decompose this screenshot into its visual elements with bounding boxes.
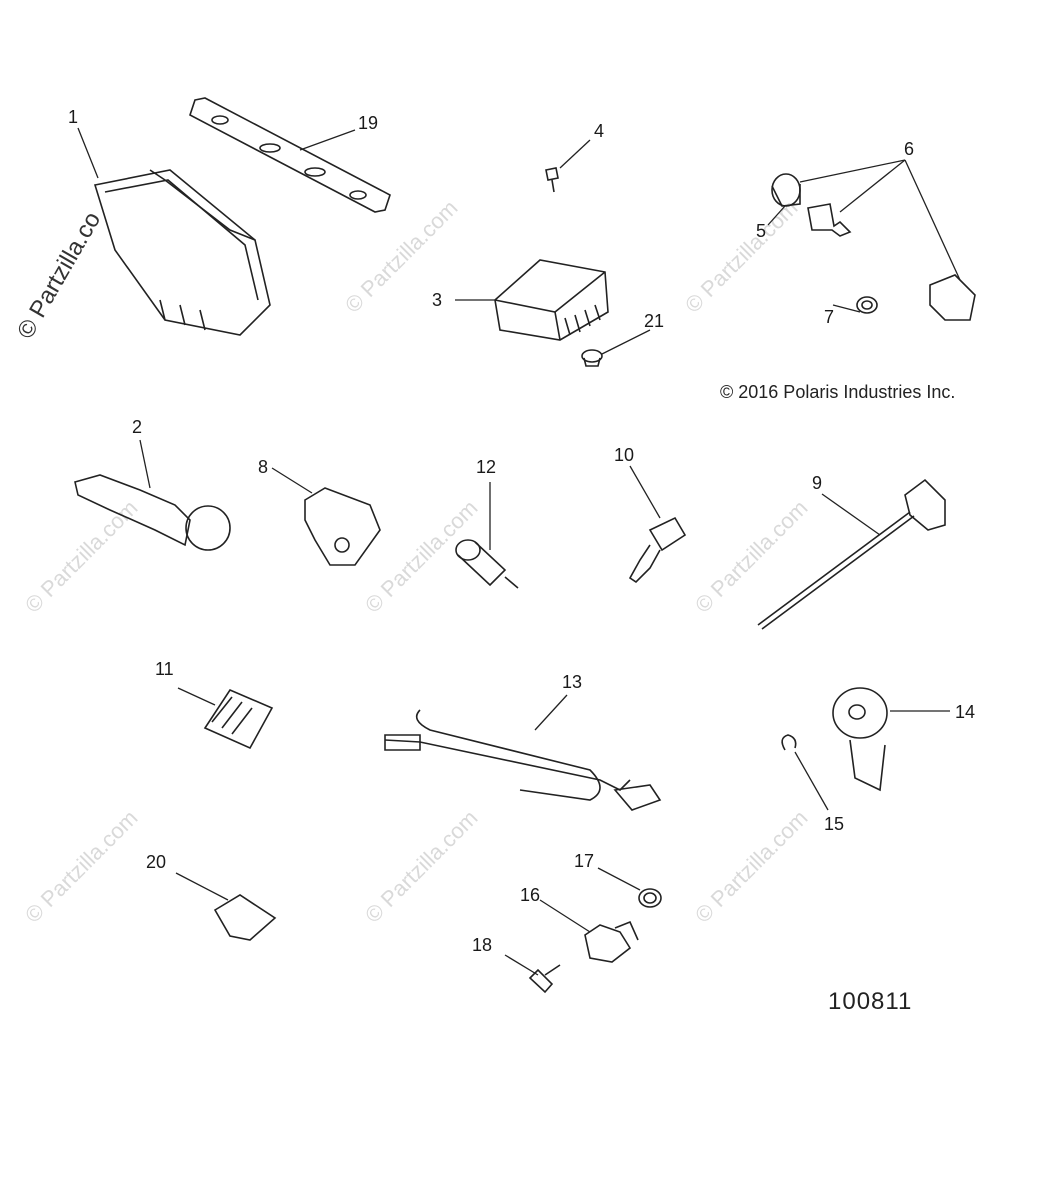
callout-6: 6 — [904, 139, 915, 159]
part-8-map-sensor — [304, 487, 381, 566]
part-1-ecu — [93, 169, 271, 336]
callout-15: 15 — [824, 814, 845, 834]
part-3-module — [494, 259, 609, 341]
callout-9: 9 — [812, 473, 823, 493]
part-6-key-switch-set — [771, 173, 976, 321]
part-11-switch — [203, 689, 274, 750]
callout-4: 4 — [594, 121, 605, 141]
callout-12: 12 — [476, 457, 497, 477]
callout-8: 8 — [258, 457, 269, 477]
part-14-knock-sensor — [832, 687, 888, 792]
leader-lines — [77, 127, 961, 976]
callout-18: 18 — [472, 935, 493, 955]
diagram-id: 100811 — [828, 988, 913, 1015]
callout-5: 5 — [756, 221, 767, 241]
callout-3: 3 — [432, 290, 443, 310]
part-17-o-ring — [638, 888, 662, 908]
part-4-screw — [545, 167, 559, 193]
part-20-switch — [213, 894, 277, 941]
callout-21: 21 — [644, 311, 665, 331]
callout-13: 13 — [562, 672, 583, 692]
callout-19: 19 — [358, 113, 379, 133]
callout-16: 16 — [520, 885, 541, 905]
part-2-sensor — [74, 474, 231, 551]
callout-2: 2 — [132, 417, 143, 437]
callout-7: 7 — [824, 307, 835, 327]
callout-11: 11 — [155, 659, 174, 679]
callout-20: 20 — [146, 852, 167, 872]
part-12-cylinder — [455, 539, 519, 589]
part-9-probe — [757, 478, 946, 630]
copyright-text: © 2016 Polaris Industries Inc. — [720, 382, 956, 402]
callout-14: 14 — [955, 702, 976, 722]
part-13-harness — [384, 709, 662, 811]
part-19-bracket — [189, 97, 391, 213]
callout-1: 1 — [68, 107, 79, 127]
callout-17: 17 — [574, 851, 595, 871]
part-15-clip — [781, 734, 797, 751]
callout-10: 10 — [614, 445, 635, 465]
part-18-bolt — [528, 964, 561, 994]
part-10-temp-sensor — [628, 516, 687, 584]
part-16-elbow-sensor — [584, 920, 639, 963]
part-21-grommet — [581, 349, 603, 367]
